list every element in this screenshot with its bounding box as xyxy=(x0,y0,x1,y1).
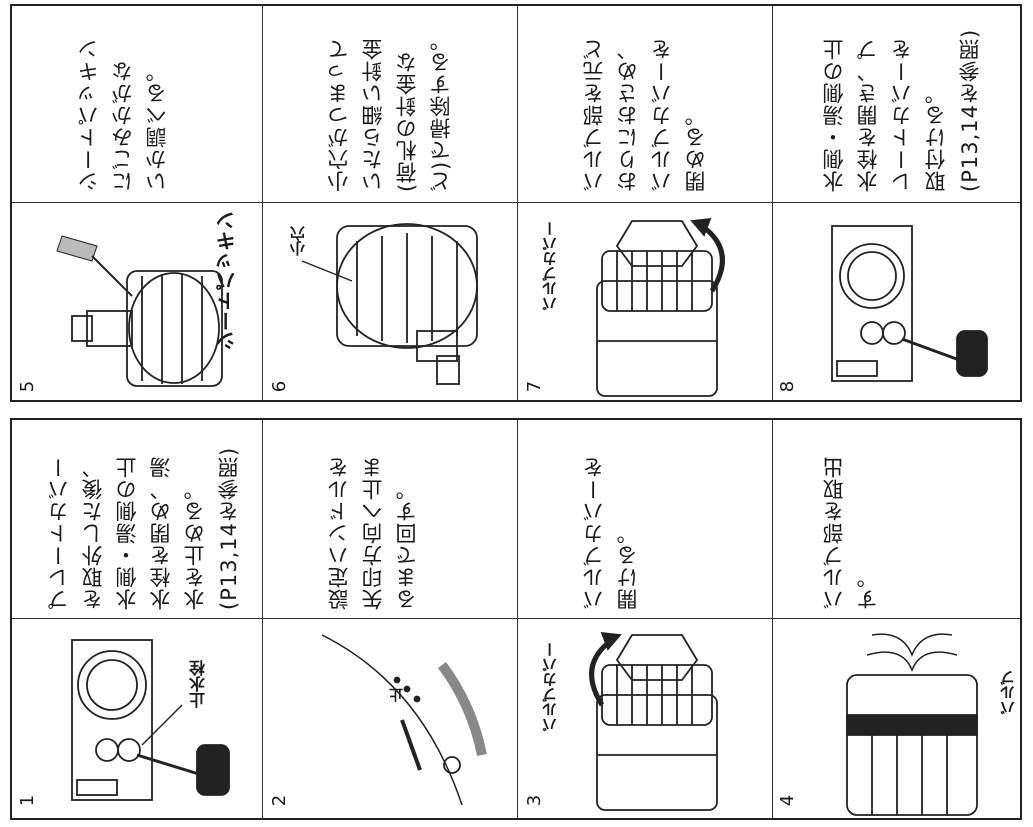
row-divider xyxy=(12,618,1020,619)
steps-table-bottom: プレートカバー を取外した後、 水側・湯側の止 水栓を閉め、湯 水を止める。 (… xyxy=(10,418,1022,820)
valve-cover-close-illustration xyxy=(596,217,725,397)
column-divider xyxy=(262,6,263,400)
steps-table-top: シートパッキン にごみかがな いか調べる。 5 シートパッキン 小穴がつまって … xyxy=(10,4,1022,402)
seat-packing-valve-illustration xyxy=(56,235,223,387)
step-4-part-label: バルブ xyxy=(999,670,1017,715)
step-7-part-label: バルブカバー xyxy=(541,221,559,311)
step-5-instruction: シートパッキン にごみかがな いか調べる。 xyxy=(77,38,169,192)
step-7-number: 7 xyxy=(524,380,546,393)
step-3-part-label: バルブカバー xyxy=(541,642,559,732)
step-1-instruction: プレートカバー を取外した後、 水側・湯側の止 水栓を閉め、湯 水を止める。 (… xyxy=(47,446,241,610)
step-8-number: 8 xyxy=(777,380,799,393)
row-divider xyxy=(12,202,1020,203)
water-stop-valve-open-illustration xyxy=(831,225,988,382)
water-stop-valve-close-illustration xyxy=(71,639,230,801)
step-7-instruction: バルブ部を元ど おりにおさめ、 バルブカバーを 閉める。 xyxy=(582,38,708,192)
setting-handle-illustration xyxy=(321,634,487,806)
small-hole-valve-illustration xyxy=(301,223,478,385)
column-divider xyxy=(262,420,263,818)
step-1-number: 1 xyxy=(17,794,39,807)
step-3-instruction: バルブカバーを 開ける。 xyxy=(582,456,640,610)
step-2-number: 2 xyxy=(269,794,291,807)
step-8-instruction: 水側・湯側の止 水栓を開き、プ レートカバーを 取付ける。 (P13,14を参照… xyxy=(822,28,982,192)
step-4-number: 4 xyxy=(777,794,799,807)
column-divider xyxy=(517,420,518,818)
step-3-number: 3 xyxy=(524,794,546,807)
valve-removal-illustration xyxy=(846,633,978,816)
step-2-instruction: 設定ハンドルを 矢印方向へ止ま るまで回す。 xyxy=(327,456,419,610)
step-4-instruction: バルブ部を取出 す。 xyxy=(822,456,880,610)
step-6-part-label: 小穴 xyxy=(289,226,307,256)
step-6-instruction: 小穴がつまって いたら細い針金 (荷札の針金な ど)で掃除する。 xyxy=(327,28,453,192)
step-6-number: 6 xyxy=(269,380,291,393)
column-divider xyxy=(517,6,518,400)
column-divider xyxy=(772,420,773,818)
step-5-number: 5 xyxy=(17,380,39,393)
column-divider xyxy=(772,6,773,400)
valve-cover-open-illustration xyxy=(589,631,718,811)
